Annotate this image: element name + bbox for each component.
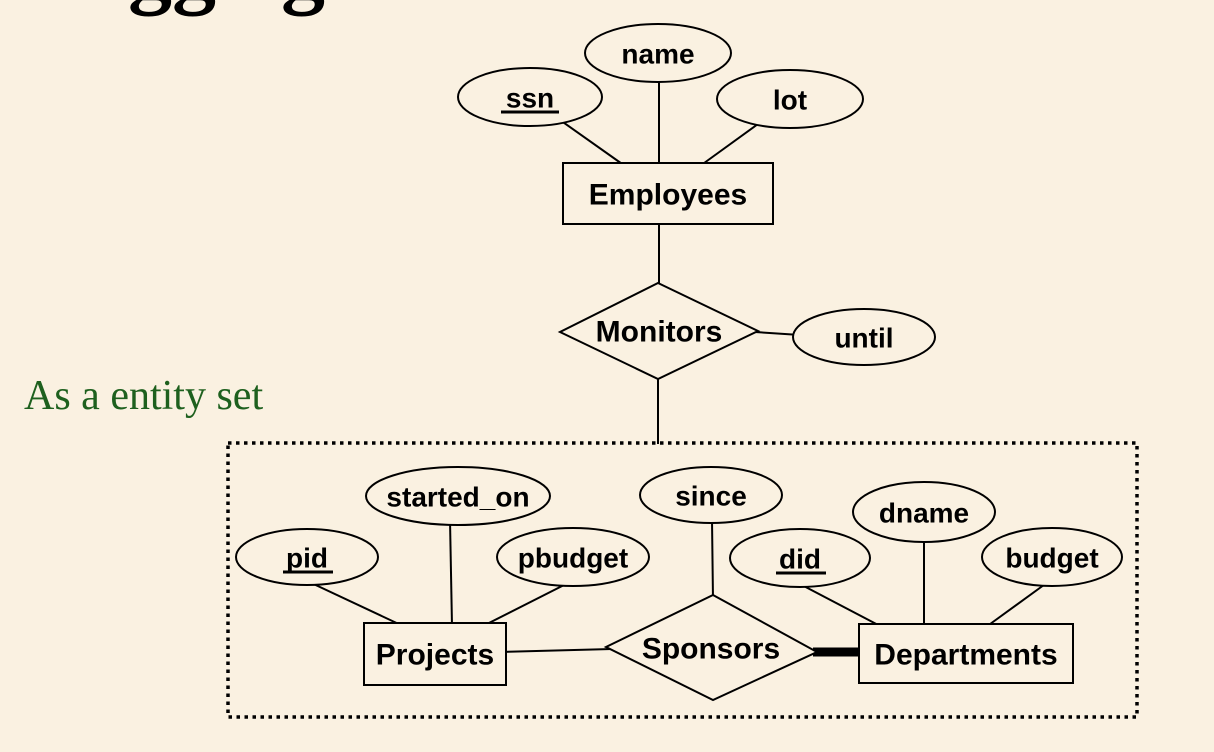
side-note: As a entity set <box>24 373 264 419</box>
entity-projects <box>363 622 507 686</box>
relationship-sponsors <box>603 593 820 702</box>
relationship-monitors <box>557 281 761 381</box>
entity-label-employees: Employees <box>589 179 747 212</box>
connector-lot-employees <box>699 123 759 167</box>
attribute-label-pbudget: pbudget <box>518 543 628 574</box>
connector-started-on-projects <box>449 519 453 627</box>
entity-employees <box>562 162 774 225</box>
attribute-label-ssn: ssn <box>506 83 554 114</box>
attribute-since <box>639 466 783 524</box>
attribute-dname <box>852 481 996 543</box>
attribute-ssn <box>457 67 603 127</box>
attribute-label-name: name <box>621 39 694 70</box>
attribute-label-lot: lot <box>773 85 807 116</box>
attribute-did <box>729 528 871 588</box>
attribute-label-pid: pid <box>286 543 328 574</box>
entity-label-departments: Departments <box>874 639 1057 672</box>
connector-pid-projects <box>304 579 404 627</box>
relationship-label-monitors: Monitors <box>596 316 723 349</box>
connector-pbudget-projects <box>482 581 571 627</box>
entity-departments <box>858 623 1074 684</box>
entity-label-projects: Projects <box>376 639 494 672</box>
attribute-budget <box>981 527 1123 587</box>
connector-budget-departments <box>985 581 1049 628</box>
attribute-pbudget <box>496 527 650 587</box>
attribute-label-dname: dname <box>879 498 969 529</box>
connector-since-sponsors <box>711 519 714 601</box>
attribute-label-until: until <box>834 323 893 354</box>
attribute-started-on <box>365 466 551 526</box>
attribute-name <box>584 23 732 83</box>
connector-did-departments <box>797 582 883 628</box>
attribute-label-did: did <box>779 544 821 575</box>
attribute-label-budget: budget <box>1005 543 1098 574</box>
attribute-label-since: since <box>675 481 747 512</box>
connector-ssn-employees <box>559 119 626 167</box>
attribute-pid <box>235 528 379 586</box>
attribute-until <box>792 308 936 366</box>
attribute-lot <box>716 69 864 129</box>
relationship-label-sponsors: Sponsors <box>642 633 780 666</box>
attribute-label-started-on: started_on <box>386 482 529 513</box>
connector-projects-sponsors <box>499 648 613 653</box>
